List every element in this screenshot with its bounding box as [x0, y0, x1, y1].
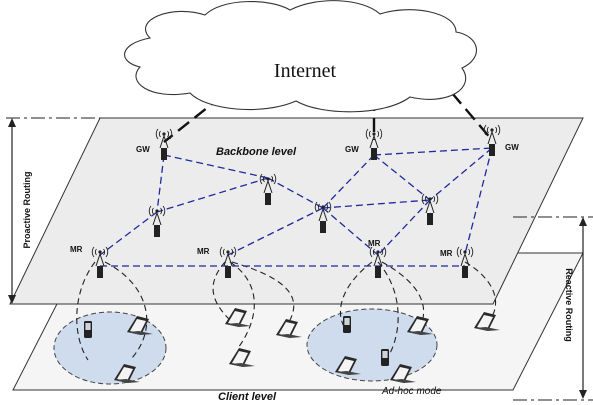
pda-icon	[381, 349, 389, 366]
proactive-routing-marker	[6, 117, 100, 304]
mesh-router-label: MR	[197, 247, 210, 256]
client-level-label: Client level	[218, 391, 277, 403]
gateway-label: GW	[345, 145, 359, 154]
mesh-router-label: MR	[70, 245, 83, 254]
cloud-label: Internet	[274, 60, 337, 82]
cloud-icon	[124, 0, 477, 113]
pda-icon	[84, 321, 92, 338]
reactive-routing-label: Reactive Routing	[564, 268, 574, 342]
gateway-label: GW	[505, 143, 519, 152]
backbone-plane	[9, 117, 584, 305]
gateway-label: GW	[136, 145, 150, 154]
backbone-level-label: Backbone level	[216, 146, 297, 158]
proactive-routing-label: Proactive Routing	[22, 171, 32, 248]
adhoc-mode-label: Ad-hoc mode	[381, 386, 442, 397]
adhoc-cluster-right	[306, 308, 438, 382]
backbone-links	[99, 147, 493, 267]
mesh-router-label: MR	[440, 249, 453, 258]
pda-icon	[343, 316, 351, 333]
reactive-routing-marker	[513, 216, 593, 401]
adhoc-cluster-left	[53, 311, 167, 385]
mr-client-links	[76, 261, 497, 361]
mesh-router-label: MR	[368, 239, 381, 248]
